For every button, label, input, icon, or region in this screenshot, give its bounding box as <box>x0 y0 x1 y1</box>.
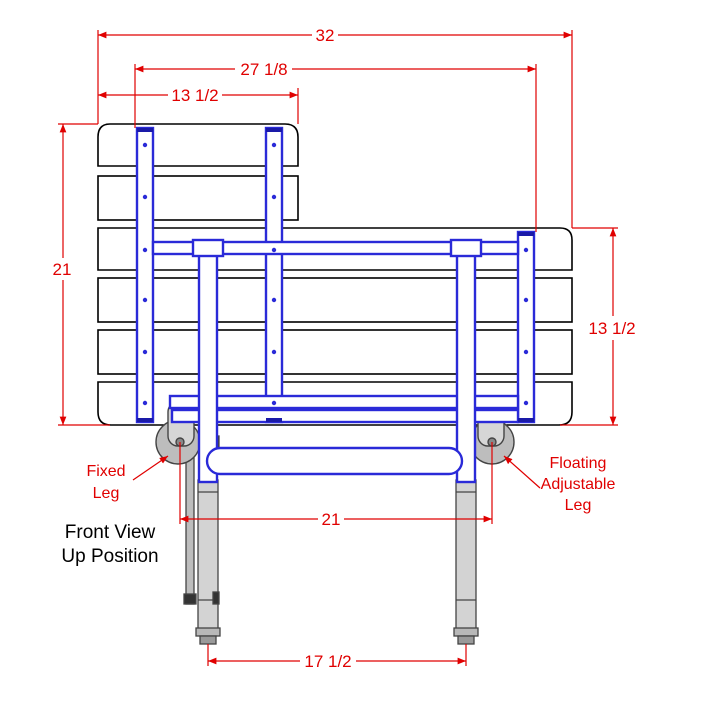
dim-back-width: 13 1/2 <box>171 86 218 105</box>
dim-overall-width: 32 <box>316 26 335 45</box>
dim-leg-spacing: 21 <box>322 510 341 529</box>
dim-upper-width: 27 1/8 <box>240 60 287 79</box>
callout-floating-leg-line1: Floating <box>550 455 607 472</box>
frame-leg-tube-right <box>455 252 477 484</box>
screws <box>142 142 529 406</box>
rail-caps <box>137 128 534 422</box>
frame-stretcher <box>205 446 464 476</box>
frame-tee-left <box>191 238 225 258</box>
frame-crossbar-lower <box>168 394 520 410</box>
dim-seat-height: 13 1/2 <box>588 319 635 338</box>
dim-overall-height: 21 <box>53 260 72 279</box>
frame-rail-right <box>516 230 536 424</box>
slat-back-2 <box>97 175 299 221</box>
frame-rail-left <box>135 126 155 424</box>
slat-seat-2 <box>97 277 573 323</box>
view-label-line2: Up Position <box>61 546 158 567</box>
right-leg <box>453 479 479 645</box>
callout-floating-leg-line3: Leg <box>565 497 592 514</box>
callout-fixed-leg-line1: Fixed <box>86 463 125 480</box>
frame-crossbar-top <box>151 240 520 256</box>
left-leg <box>195 479 221 645</box>
frame <box>135 126 536 484</box>
callout-floating-leg-line2: Adjustable <box>541 476 616 493</box>
legs <box>183 431 479 645</box>
frame-tee-right <box>449 238 483 258</box>
dimensions <box>58 30 618 666</box>
view-label-line1: Front View <box>65 522 156 543</box>
slat-seat-3 <box>97 329 573 375</box>
callout-fixed-leg-line2: Leg <box>93 485 120 502</box>
frame-crossbar-bottom <box>170 408 520 424</box>
frame-leg-tube-left <box>197 252 219 484</box>
slats <box>97 123 573 426</box>
dim-foot-spacing: 17 1/2 <box>304 652 351 671</box>
frame-rail-middle <box>264 126 284 424</box>
